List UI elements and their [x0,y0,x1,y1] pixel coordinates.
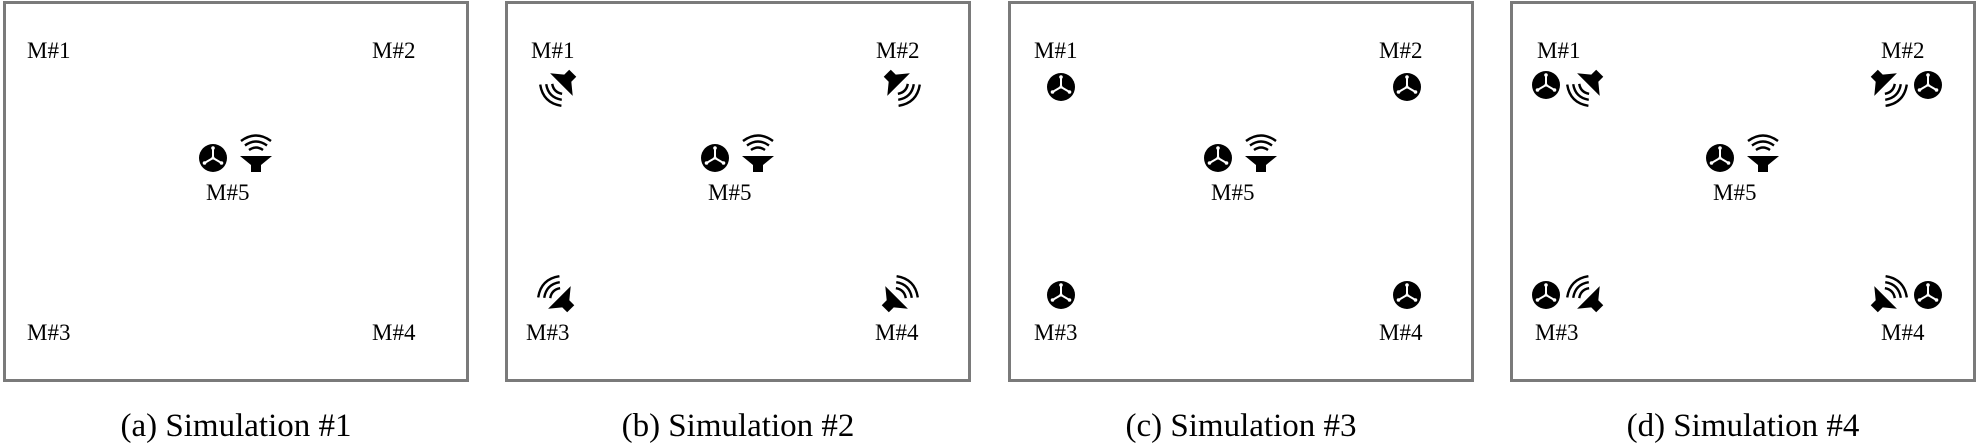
label-m2: M#2 [1881,38,1925,63]
room-frame [505,1,971,382]
loudspeaker-icon [738,134,778,174]
label-m5: M#5 [1713,180,1757,205]
microphone-array-icon [1046,72,1076,102]
loudspeaker-icon [872,270,924,322]
label-m1: M#1 [531,38,575,63]
microphone-array-icon [700,143,730,173]
label-m2: M#2 [372,38,416,63]
label-m5: M#5 [206,180,250,205]
microphone-array-icon [1392,72,1422,102]
loudspeaker-icon [1561,270,1613,322]
microphone-array-icon [1531,70,1561,100]
microphone-array-icon [1913,280,1943,310]
label-m3: M#3 [1535,320,1579,345]
label-m4: M#4 [372,320,416,345]
label-m5: M#5 [1211,180,1255,205]
microphone-array-icon [1913,70,1943,100]
loudspeaker-icon [1561,60,1613,112]
panel-simulation-4: M#1 M#2 M#3 M#4 M#5 (d) Simulation #4 [1507,0,1980,447]
label-m1: M#1 [1034,38,1078,63]
loudspeaker-icon [874,60,926,112]
panel-simulation-1: M#1 M#2 M#3 M#4 M#5 (a) Simulation #1 [0,0,497,447]
loudspeaker-icon [1861,270,1913,322]
loudspeaker-icon [236,134,276,174]
panel-simulation-2: M#1 M#2 M#3 M#4 M#5 (b) Simulation #2 [502,0,999,447]
label-m3: M#3 [27,320,71,345]
label-m4: M#4 [1379,320,1423,345]
microphone-array-icon [198,143,228,173]
caption: (d) Simulation #4 [1626,408,1860,444]
label-m2: M#2 [1379,38,1423,63]
loudspeaker-icon [1861,60,1913,112]
panel-simulation-3: M#1 M#2 M#3 M#4 M#5 (c) Simulation #3 [1005,0,1502,447]
room-frame [1510,1,1976,382]
label-m1: M#1 [27,38,71,63]
caption: (a) Simulation #1 [120,408,352,444]
room-frame [1008,1,1474,382]
microphone-array-icon [1705,143,1735,173]
microphone-array-icon [1392,280,1422,310]
loudspeaker-icon [534,60,586,112]
caption: (b) Simulation #2 [621,408,855,444]
label-m5: M#5 [708,180,752,205]
label-m4: M#4 [875,320,919,345]
label-m2: M#2 [876,38,920,63]
label-m1: M#1 [1537,38,1581,63]
microphone-array-icon [1046,280,1076,310]
microphone-array-icon [1531,280,1561,310]
label-m3: M#3 [526,320,570,345]
loudspeaker-icon [1241,134,1281,174]
caption: (c) Simulation #3 [1125,408,1357,444]
loudspeaker-icon [532,270,584,322]
label-m4: M#4 [1881,320,1925,345]
label-m3: M#3 [1034,320,1078,345]
loudspeaker-icon [1743,134,1783,174]
room-frame [3,1,469,382]
microphone-array-icon [1203,143,1233,173]
